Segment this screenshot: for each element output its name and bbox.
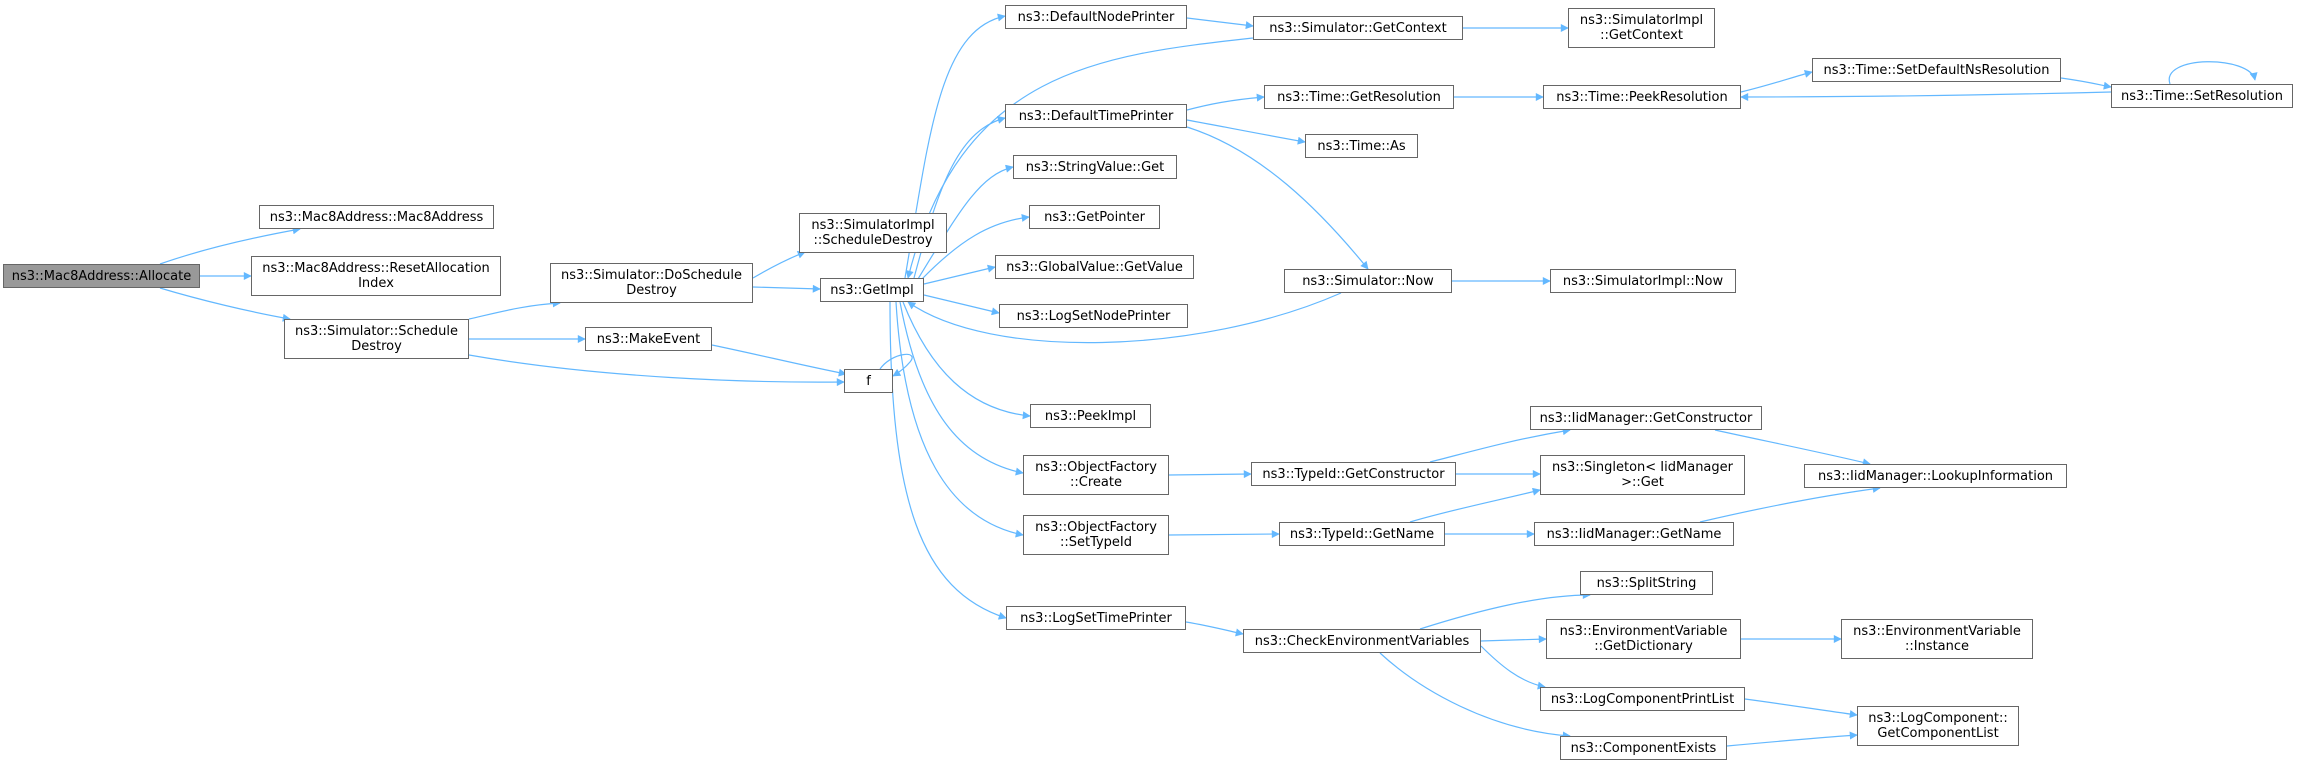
call-edge: [752, 250, 806, 279]
call-edge: [907, 292, 1342, 344]
node-logsettimeprinter[interactable]: ns3::LogSetTimePrinter: [1006, 606, 1186, 630]
node-time-as[interactable]: ns3::Time::As: [1305, 134, 1418, 158]
node-splitstring[interactable]: ns3::SplitString: [1580, 571, 1713, 595]
call-edge: [1480, 635, 1547, 644]
call-edge: [1409, 487, 1541, 523]
call-edge: [159, 226, 301, 265]
call-edge: [895, 301, 1024, 538]
node-logcomponentprintlist[interactable]: ns3::LogComponentPrintList: [1540, 687, 1745, 711]
call-edge: [1168, 470, 1252, 479]
call-edge: [1429, 427, 1571, 463]
call-edge: [913, 115, 1006, 279]
node-objectfactory-settypeid[interactable]: ns3::ObjectFactory ::SetTypeId: [1023, 515, 1169, 555]
call-edge: [905, 37, 1254, 279]
call-edge: [2168, 61, 2258, 85]
node-mac8address-constructor[interactable]: ns3::Mac8Address::Mac8Address: [259, 205, 494, 229]
node-getimpl[interactable]: ns3::GetImpl: [820, 278, 924, 302]
call-edge: [159, 287, 291, 322]
node-time-getresolution[interactable]: ns3::Time::GetResolution: [1264, 85, 1454, 109]
node-time-setdefaultnsresolution[interactable]: ns3::Time::SetDefaultNsResolution: [1812, 58, 2061, 82]
node-environmentvariable-getdictionary[interactable]: ns3::EnvironmentVariable ::GetDictionary: [1546, 619, 1741, 659]
node-f[interactable]: f: [844, 369, 893, 393]
node-getpointer[interactable]: ns3::GetPointer: [1029, 205, 1160, 229]
node-peekimpl[interactable]: ns3::PeekImpl: [1030, 404, 1151, 428]
call-edge: [468, 299, 561, 320]
node-simulatorimpl-getcontext[interactable]: ns3::SimulatorImpl ::GetContext: [1568, 8, 1715, 48]
call-edge: [752, 284, 821, 293]
node-singleton-iidmanager-get[interactable]: ns3::Singleton< IidManager >::Get: [1540, 455, 1745, 495]
node-logcomponent-getcomponentlist[interactable]: ns3::LogComponent:: GetComponentList: [1857, 706, 2019, 746]
call-edge: [1185, 621, 1244, 637]
node-iidmanager-lookupinformation[interactable]: ns3::IidManager::LookupInformation: [1804, 464, 2067, 488]
node-iidmanager-getname[interactable]: ns3::IidManager::GetName: [1534, 522, 1734, 546]
call-edge: [468, 354, 845, 387]
call-edge: [920, 213, 1030, 281]
node-simulator-now[interactable]: ns3::Simulator::Now: [1284, 269, 1452, 293]
call-edge: [711, 344, 847, 377]
call-edge: [1699, 484, 1881, 523]
node-logsetnodeprinter[interactable]: ns3::LogSetNodePrinter: [999, 304, 1188, 328]
node-environmentvariable-instance[interactable]: ns3::EnvironmentVariable ::Instance: [1841, 619, 2033, 659]
node-time-peekresolution[interactable]: ns3::Time::PeekResolution: [1543, 85, 1741, 109]
call-edge: [1186, 119, 1306, 145]
node-stringvalue-get[interactable]: ns3::StringValue::Get: [1013, 155, 1177, 179]
call-edge: [1186, 17, 1254, 30]
call-edge: [1186, 126, 1369, 270]
call-edge: [1186, 93, 1265, 111]
call-edge: [1714, 429, 1871, 467]
call-edge: [899, 301, 1024, 476]
call-edge: [1419, 591, 1591, 630]
node-componentexists[interactable]: ns3::ComponentExists: [1560, 736, 1727, 760]
node-checkenvironmentvariables[interactable]: ns3::CheckEnvironmentVariables: [1243, 629, 1481, 653]
node-simulator-scheduledestroy[interactable]: ns3::Simulator::Schedule Destroy: [284, 319, 469, 359]
call-edge: [1740, 70, 1813, 93]
node-simulator-getcontext[interactable]: ns3::Simulator::GetContext: [1253, 16, 1463, 40]
call-edge: [1726, 731, 1858, 747]
call-edge: [923, 264, 996, 285]
node-makeevent[interactable]: ns3::MakeEvent: [585, 327, 712, 351]
call-edge: [917, 164, 1014, 280]
call-edge: [1740, 91, 2112, 101]
node-time-setresolution[interactable]: ns3::Time::SetResolution: [2111, 84, 2293, 108]
node-typeid-getconstructor[interactable]: ns3::TypeId::GetConstructor: [1251, 462, 1456, 486]
call-edge: [902, 301, 1031, 420]
node-simulatorimpl-scheduledestroy[interactable]: ns3::SimulatorImpl ::ScheduleDestroy: [799, 213, 947, 253]
node-mac8address-allocate: ns3::Mac8Address::Allocate: [3, 264, 200, 288]
call-edge: [889, 301, 1007, 620]
call-edge: [923, 294, 1000, 316]
node-defaultnodeprinter[interactable]: ns3::DefaultNodePrinter: [1005, 5, 1187, 29]
node-mac8address-resetallocationindex[interactable]: ns3::Mac8Address::ResetAllocation Index: [251, 256, 501, 296]
node-simulatorimpl-now[interactable]: ns3::SimulatorImpl::Now: [1550, 269, 1736, 293]
call-edge: [1168, 530, 1280, 539]
call-edge: [1480, 645, 1546, 690]
call-edge: [2060, 77, 2112, 90]
call-edge: [1379, 652, 1571, 740]
node-iidmanager-getconstructor[interactable]: ns3::IidManager::GetConstructor: [1530, 406, 1762, 430]
call-edge: [1744, 698, 1858, 718]
node-objectfactory-create[interactable]: ns3::ObjectFactory ::Create: [1023, 455, 1169, 495]
node-typeid-getname[interactable]: ns3::TypeId::GetName: [1279, 522, 1445, 546]
call-edge: [879, 353, 913, 377]
node-defaulttimeprinter[interactable]: ns3::DefaultTimePrinter: [1005, 104, 1187, 128]
node-simulator-doscheduledestroy[interactable]: ns3::Simulator::DoSchedule Destroy: [550, 263, 753, 303]
node-globalvalue-getvalue[interactable]: ns3::GlobalValue::GetValue: [995, 255, 1194, 279]
